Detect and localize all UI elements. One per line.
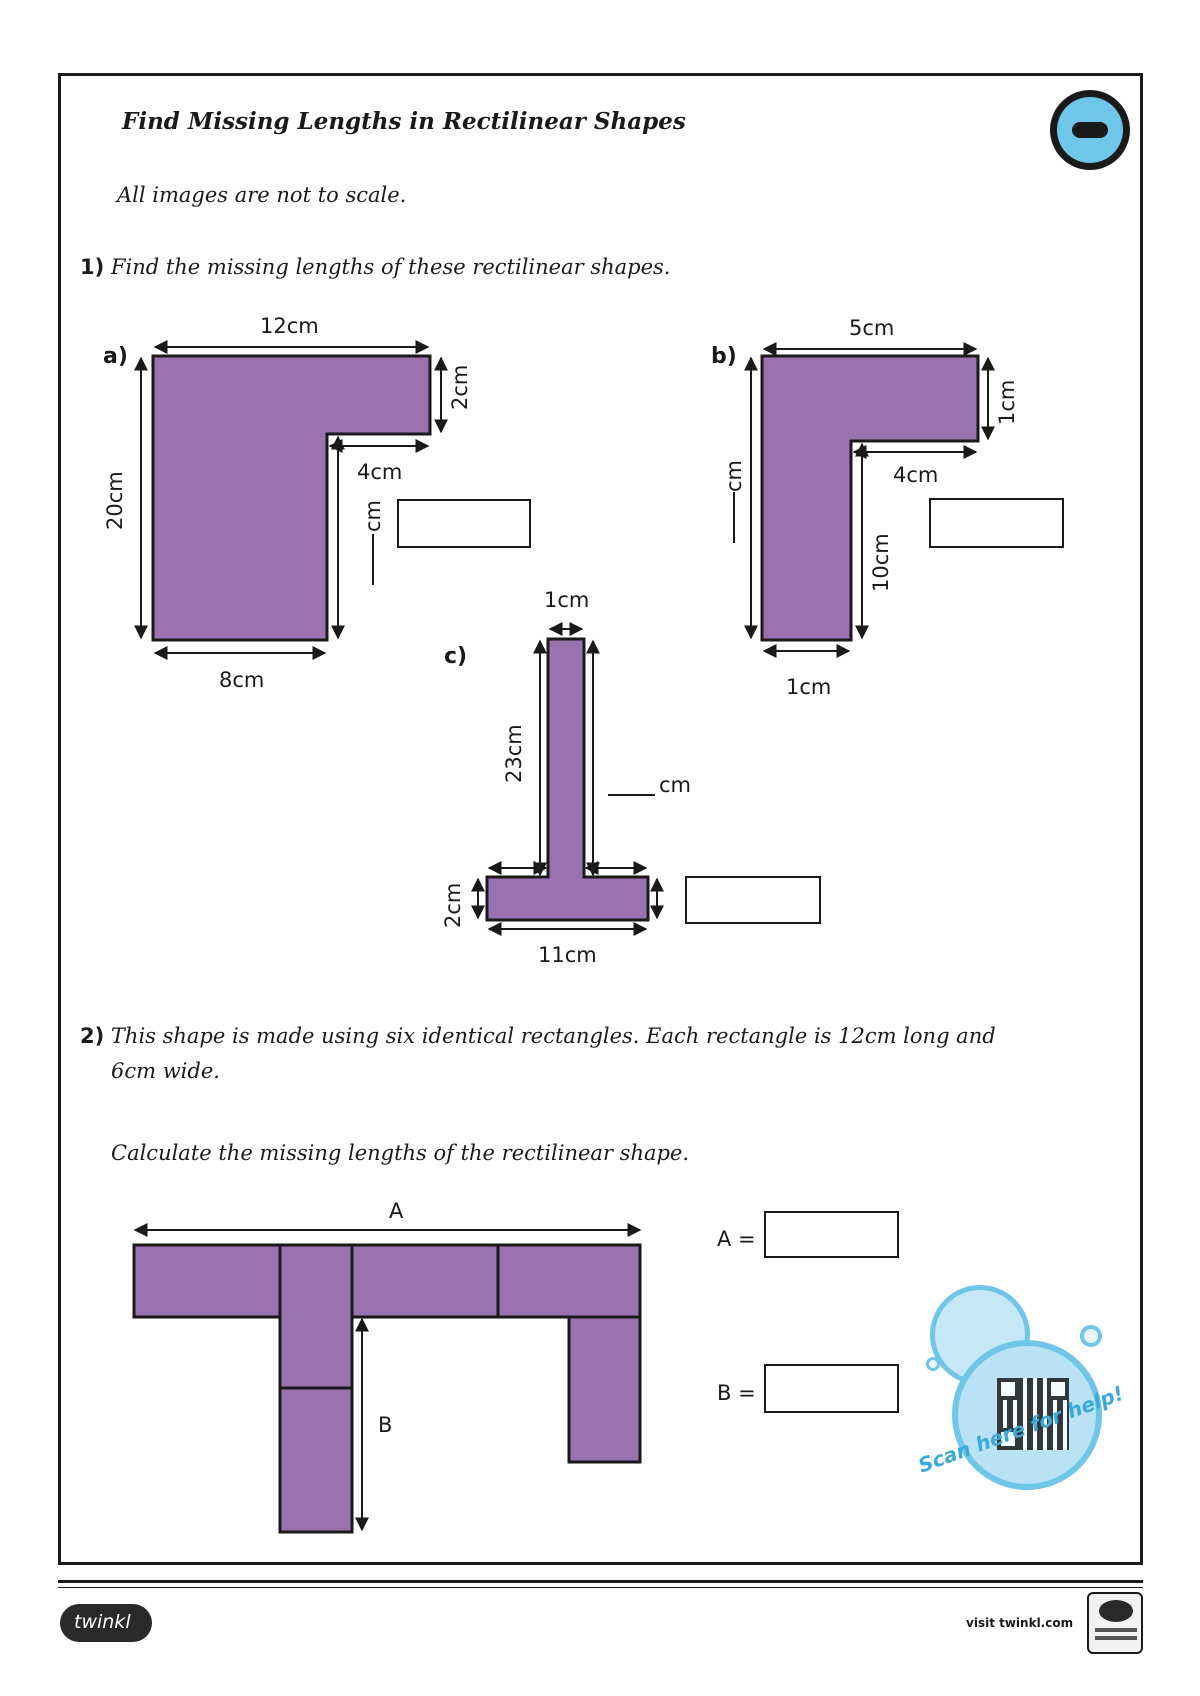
answer-box-b[interactable] <box>929 498 1064 548</box>
level-badge-icon <box>1050 90 1130 170</box>
c-missing-unit: cm <box>659 773 692 797</box>
shape-a <box>151 354 432 642</box>
c-stem-label: 23cm <box>502 724 526 783</box>
answer-box-a[interactable] <box>397 499 531 548</box>
answer-box-q2-a[interactable] <box>764 1211 899 1258</box>
c-base-height-label: 2cm <box>441 882 465 928</box>
quality-badge-icon <box>1087 1592 1143 1654</box>
c-bottom-label: 11cm <box>538 943 597 967</box>
worksheet-frame <box>58 73 1143 1565</box>
q2-rect-1 <box>132 1243 282 1319</box>
a-bottom-label: 8cm <box>219 668 265 692</box>
page-title: Find Missing Lengths in Rectilinear Shap… <box>122 108 686 135</box>
q2-instruction: Calculate the missing lengths of the rec… <box>111 1141 690 1165</box>
part-b-label: b) <box>711 344 737 369</box>
b-inner-label: 4cm <box>893 463 939 487</box>
a-inner-label: 4cm <box>357 460 403 484</box>
shape-c <box>485 637 650 922</box>
part-c-label: c) <box>444 644 468 669</box>
tiny-bubble-icon <box>1080 1325 1102 1347</box>
answer-box-c[interactable] <box>685 876 821 924</box>
shape-b <box>760 354 980 642</box>
q2-number: 2) <box>80 1024 105 1048</box>
help-bubble[interactable] <box>920 1285 1105 1525</box>
q2-text-line-2: 6cm wide. <box>111 1059 220 1083</box>
b-right-label: 1cm <box>995 379 1019 425</box>
q2-rect-3 <box>350 1243 500 1319</box>
answer-box-q2-b[interactable] <box>764 1364 899 1413</box>
twinkl-logo[interactable]: twinkl <box>60 1604 152 1642</box>
q2-label-b: B <box>378 1413 393 1437</box>
a-left-label: 20cm <box>103 471 127 530</box>
b-top-label: 5cm <box>849 316 895 340</box>
q1-text: Find the missing lengths of these rectil… <box>110 255 671 279</box>
q1-heading: 1) Find the missing lengths of these rec… <box>80 255 670 279</box>
main-bubble-icon <box>952 1340 1102 1490</box>
footer-rule-thin <box>58 1587 1143 1588</box>
b-inner-vertical-label: 10cm <box>869 533 893 592</box>
a-missing-unit: cm <box>361 499 385 532</box>
visit-link[interactable]: visit twinkl.com <box>966 1616 1074 1630</box>
answer-b-label: B = <box>717 1381 756 1405</box>
b-left-missing-unit: cm <box>722 459 746 492</box>
q2-line-1: 2) This shape is made using six identica… <box>80 1024 996 1048</box>
q2-rectilinear-shape <box>132 1243 642 1534</box>
q2-rect-4 <box>496 1243 642 1319</box>
q2-label-a: A <box>389 1199 404 1223</box>
dot-bubble-icon <box>926 1357 940 1371</box>
q2-rect-5 <box>278 1386 354 1534</box>
a-right-label: 2cm <box>448 364 472 410</box>
qr-code-icon[interactable] <box>997 1378 1069 1450</box>
part-a-label: a) <box>103 344 128 369</box>
a-top-label: 12cm <box>260 314 319 338</box>
twinkl-logo-text: twinkl <box>74 1611 131 1633</box>
q2-rect-2 <box>278 1243 354 1390</box>
q2-rect-6 <box>567 1315 642 1464</box>
answer-a-label: A = <box>717 1227 756 1251</box>
footer-rule-thick <box>58 1580 1143 1583</box>
b-bottom-label: 1cm <box>786 675 832 699</box>
scale-note: All images are not to scale. <box>117 183 407 207</box>
c-top-label: 1cm <box>544 588 590 612</box>
q1-number: 1) <box>80 255 105 279</box>
q2-text-line-1: This shape is made using six identical r… <box>110 1024 996 1048</box>
